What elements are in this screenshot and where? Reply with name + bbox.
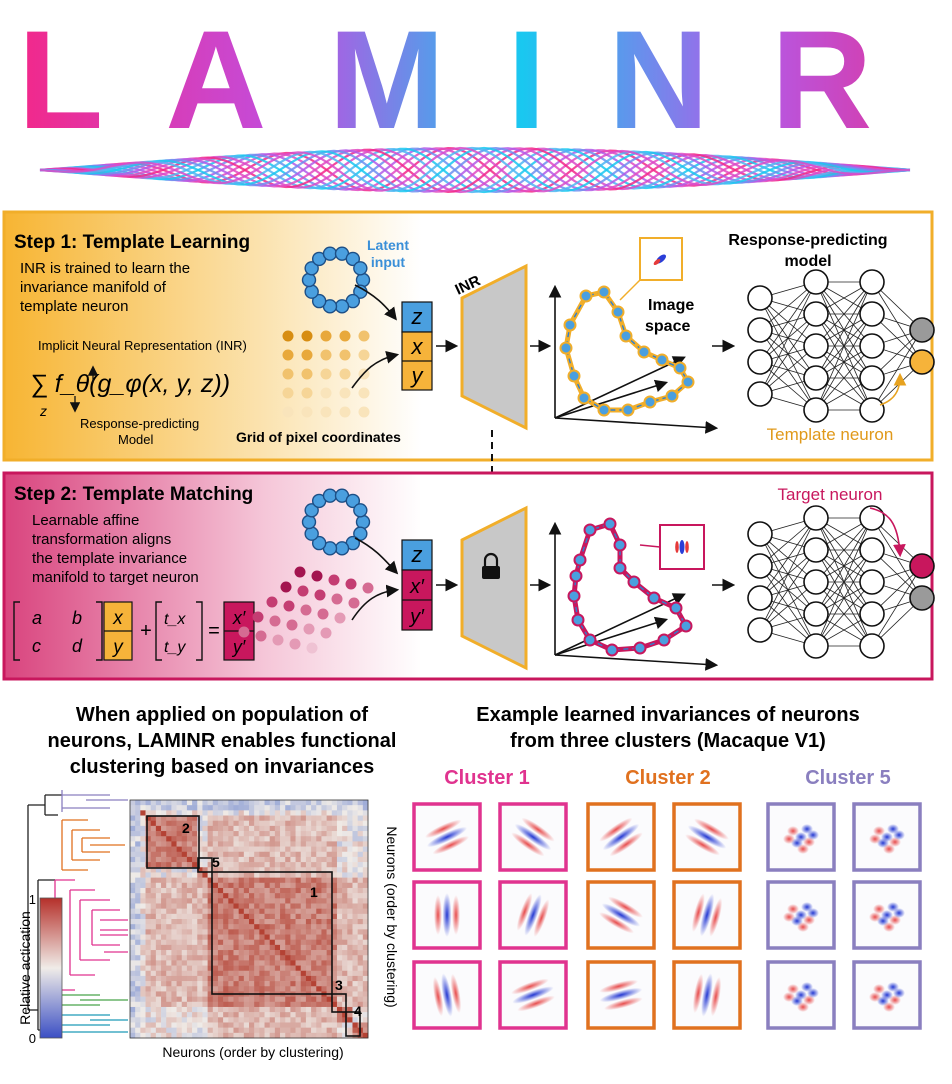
invariance-image [766, 960, 836, 1030]
invariance-image [412, 802, 482, 872]
svg-text:y′: y′ [231, 637, 246, 657]
step2-vars: z x′ y′ [401, 539, 433, 631]
inr-definition: Implicit Neural Representation (INR) [38, 338, 247, 353]
invariance-image [852, 802, 922, 872]
svg-text:+: + [140, 620, 152, 642]
invariance-image [586, 960, 656, 1030]
invariance-image [498, 880, 568, 950]
lock-icon [482, 552, 500, 579]
inr-block-frozen [460, 505, 528, 671]
var2-z: z [411, 542, 423, 567]
heatmap-xlabel: Neurons (order by clustering) [162, 1044, 343, 1060]
left-title-1: When applied on population of [76, 704, 369, 726]
rpm-label-2: Model [118, 432, 154, 447]
var-z: z [411, 304, 423, 329]
image-space-axes [548, 284, 719, 434]
wave-decoration [39, 146, 911, 194]
svg-text:d: d [72, 636, 83, 656]
cluster-id-3: 3 [335, 977, 343, 993]
step1-desc-3: template neuron [20, 298, 128, 315]
heatmap-ylabel: Neurons (order by clustering) [384, 826, 400, 1007]
invariance-image [412, 960, 482, 1030]
latent-ring [301, 246, 371, 314]
step1-desc-2: invariance manifold of [20, 279, 167, 296]
right-title-2: from three clusters (Macaque V1) [510, 730, 826, 752]
transformed-pixel-grid [238, 566, 374, 654]
latent-ring-step2 [301, 488, 371, 556]
formula-subscript: z [39, 403, 47, 419]
colorbar-max: 1 [29, 892, 36, 907]
template-neuron-label: Template neuron [767, 425, 894, 444]
image-space-label-2: space [645, 318, 690, 335]
cluster-id-4: 4 [354, 1003, 362, 1019]
invariance-image [586, 802, 656, 872]
response-network-step2 [747, 505, 935, 659]
svg-text:x′: x′ [232, 608, 246, 628]
invariance-image [412, 880, 482, 950]
invariance-gallery [412, 802, 922, 1030]
model-title-1: Response-predicting [728, 232, 887, 249]
target-neuron-label: Target neuron [778, 485, 883, 504]
cluster-2-title: Cluster 2 [625, 767, 711, 789]
step1-vars: z x y [401, 301, 433, 391]
left-title-2: neurons, LAMINR enables functional [48, 730, 397, 752]
invariance-image [672, 960, 742, 1030]
step2-desc-3: the template invariance [32, 550, 187, 567]
svg-text:x: x [112, 608, 124, 629]
invariance-image [672, 802, 742, 872]
latent-label-2: input [371, 254, 406, 270]
invariance-image [852, 880, 922, 950]
step2-desc-1: Learnable affine [32, 512, 139, 529]
inr-block [460, 263, 528, 431]
invariance-image [586, 880, 656, 950]
var2-y: y′ [408, 606, 425, 628]
colorbar-min: 0 [29, 1031, 36, 1046]
cluster-id-1: 1 [310, 884, 318, 900]
invariance-image [766, 802, 836, 872]
step2-desc-4: manifold to target neuron [32, 569, 199, 586]
invariance-image [498, 802, 568, 872]
model-title-2: model [784, 253, 831, 270]
step1-heading: Step 1: Template Learning [14, 232, 250, 253]
cluster-boxes [129, 799, 369, 1039]
rpm-label-1: Response-predicting [80, 416, 199, 431]
svg-text:c: c [32, 636, 41, 656]
grid-label: Grid of pixel coordinates [236, 429, 401, 445]
var-y: y [410, 363, 425, 388]
svg-text:b: b [72, 608, 82, 628]
invariance-image [672, 880, 742, 950]
cluster-5-title: Cluster 5 [805, 767, 891, 789]
pixel-grid [282, 330, 370, 418]
similarity-heatmap [130, 800, 369, 1039]
svg-text:t_x: t_x [164, 611, 186, 628]
invariance-image [852, 960, 922, 1030]
step1-desc-1: INR is trained to learn the [20, 260, 190, 277]
main-title: LAMINR [18, 1, 934, 158]
var-x: x [411, 334, 424, 359]
svg-text:t_y: t_y [164, 639, 186, 656]
image-space-axes-step2 [548, 517, 719, 671]
svg-text:a: a [32, 608, 42, 628]
invariance-image [766, 880, 836, 950]
colorbar-label: Relative actication [17, 911, 33, 1025]
cluster-id-2: 2 [182, 820, 190, 836]
right-title-1: Example learned invariances of neurons [476, 704, 859, 726]
step1-formula: ∑ f_θ(g_φ(x, y, z)) [30, 370, 230, 398]
response-network-step1 [747, 269, 935, 423]
svg-text:y: y [111, 637, 124, 658]
cluster-id-5: 5 [212, 854, 220, 870]
image-space-label-1: Image [648, 297, 694, 314]
latent-label-1: Latent [367, 237, 409, 253]
svg-text:=: = [208, 620, 220, 642]
step2-heading: Step 2: Template Matching [14, 484, 253, 505]
cluster-1-title: Cluster 1 [444, 767, 530, 789]
colorbar [39, 897, 63, 1039]
invariance-image [498, 960, 568, 1030]
step2-desc-2: transformation aligns [32, 531, 171, 548]
var2-x: x′ [409, 576, 425, 598]
left-title-3: clustering based on invariances [70, 756, 375, 778]
